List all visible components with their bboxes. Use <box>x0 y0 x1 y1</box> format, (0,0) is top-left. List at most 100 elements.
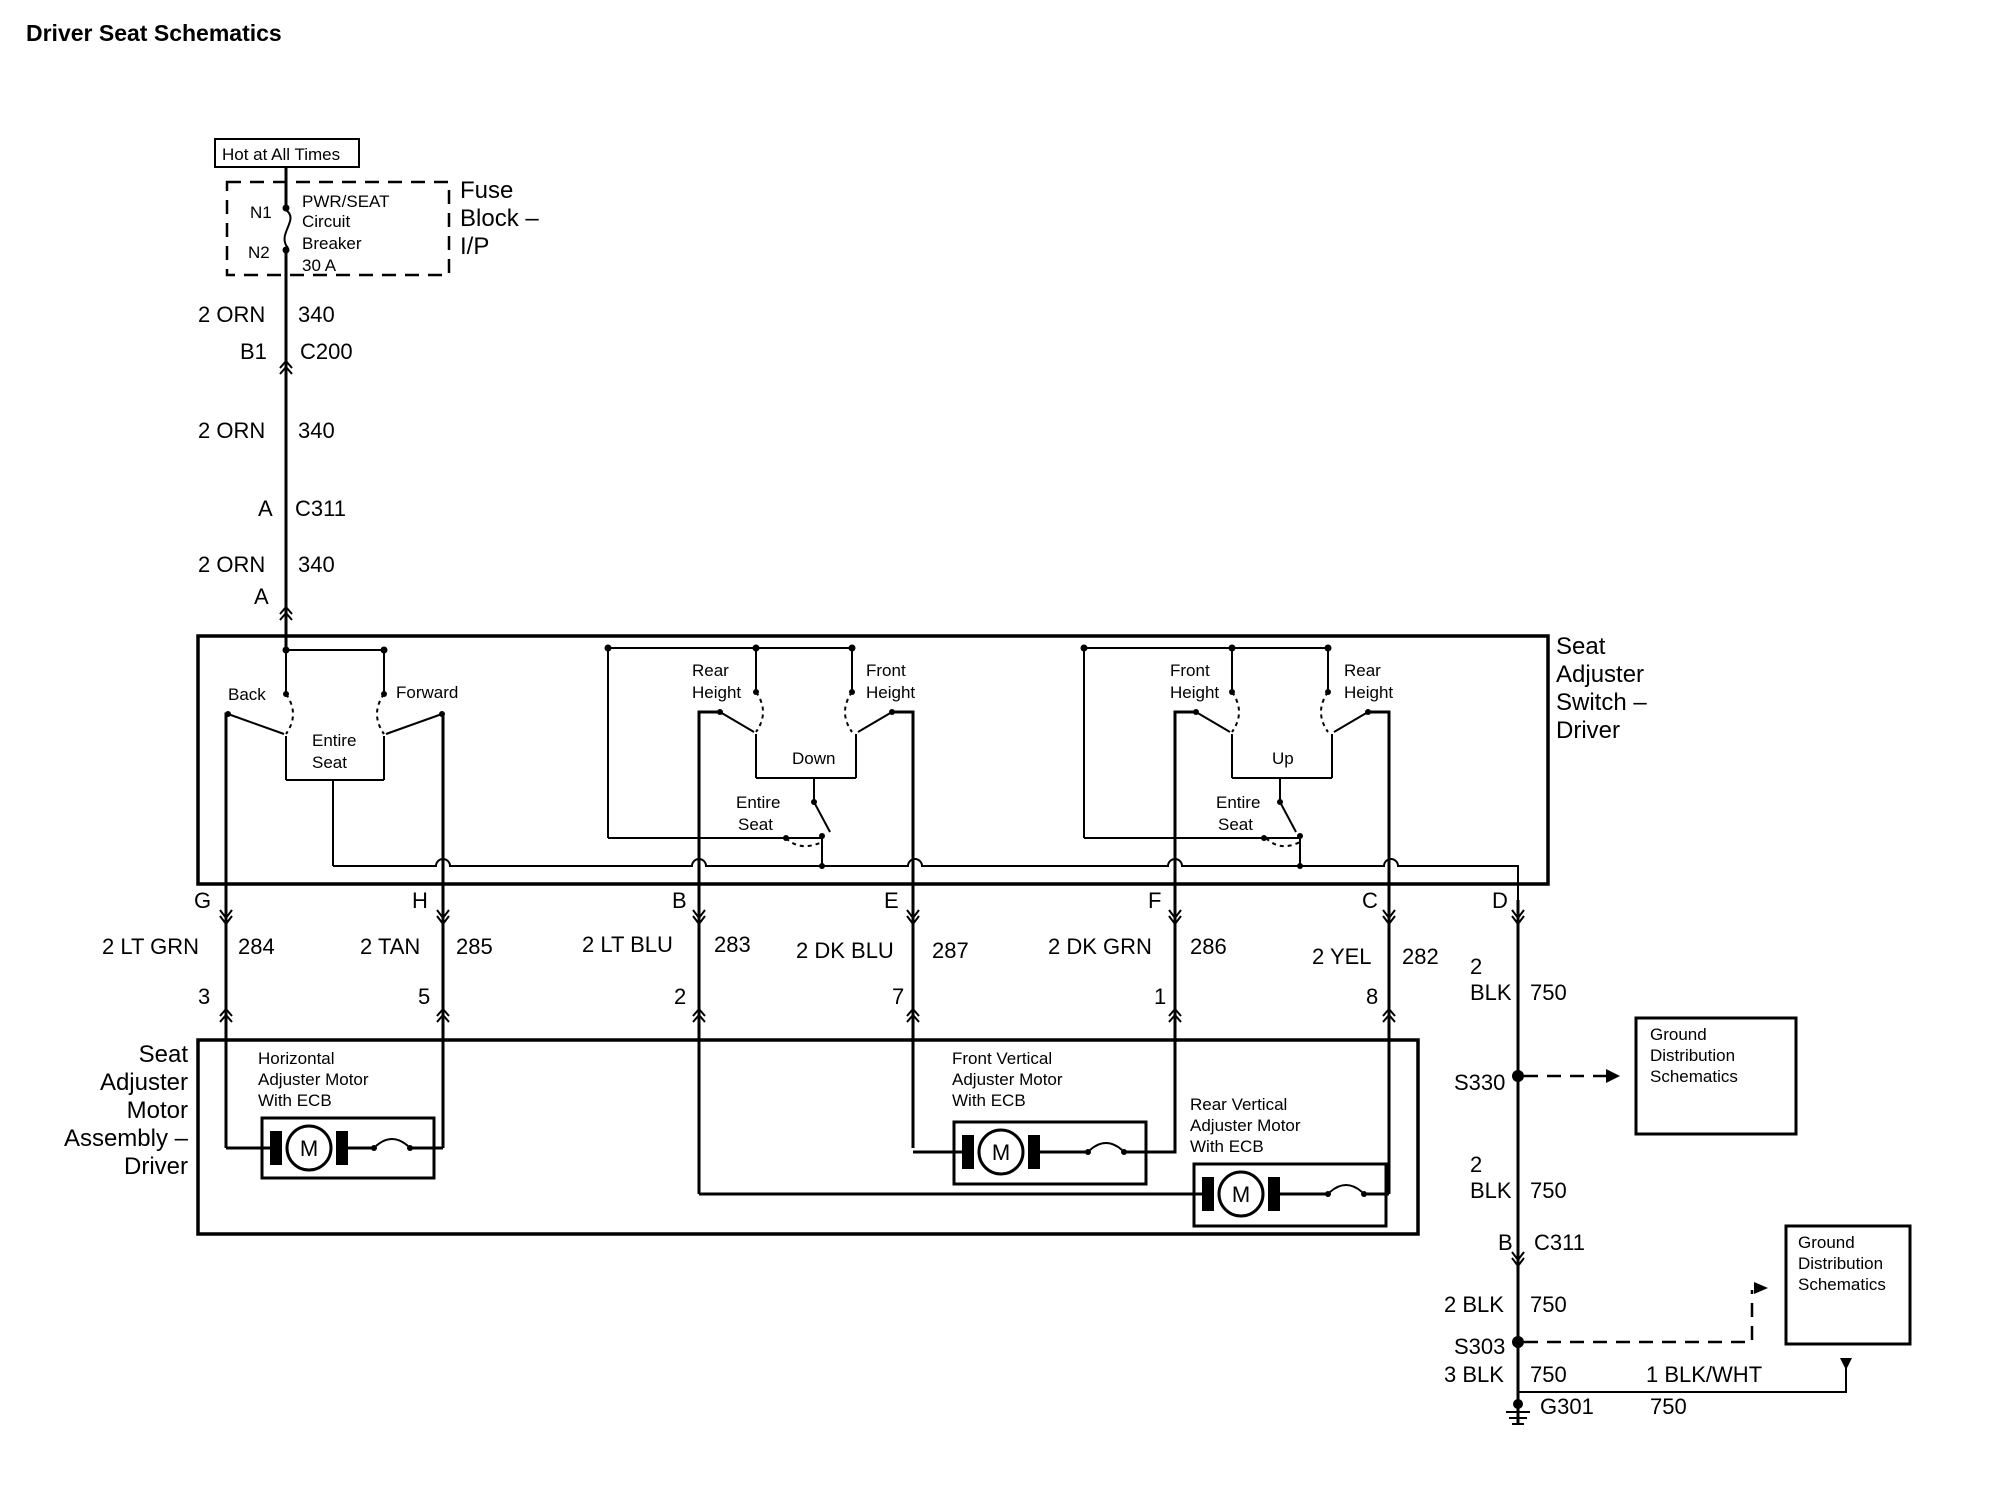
svg-text:287: 287 <box>932 938 969 963</box>
blk-wht-wire <box>1518 1358 1852 1393</box>
motor-assembly-box <box>196 1038 1420 1236</box>
connector-c311-ground-icon <box>1511 1251 1525 1268</box>
svg-text:Adjuster: Adjuster <box>1556 661 1644 688</box>
svg-text:Rear: Rear <box>692 661 729 680</box>
svg-text:S330: S330 <box>1454 1070 1505 1095</box>
svg-text:Back: Back <box>228 685 266 704</box>
front-vertical-return-wire <box>1146 1148 1177 1154</box>
svg-text:2 DK GRN: 2 DK GRN <box>1048 934 1152 959</box>
motor-icon: M <box>270 1124 413 1172</box>
svg-text:Assembly –: Assembly – <box>64 1125 189 1152</box>
svg-text:2 TAN: 2 TAN <box>360 934 420 959</box>
ground-distribution-box-1: Ground Distribution Schematics <box>1634 1016 1798 1136</box>
svg-text:PWR/SEAT: PWR/SEAT <box>302 192 390 211</box>
output-wires <box>224 710 1520 1424</box>
connector-a-icon <box>279 605 293 621</box>
svg-text:2 BLK: 2 BLK <box>1444 1292 1504 1317</box>
svg-text:Entire: Entire <box>312 731 356 750</box>
seat-adjuster-switch-box <box>196 634 1550 886</box>
svg-text:Entire: Entire <box>736 793 780 812</box>
svg-text:Front: Front <box>1170 661 1210 680</box>
svg-text:C: C <box>1362 888 1378 913</box>
svg-text:Adjuster Motor: Adjuster Motor <box>952 1070 1063 1089</box>
svg-text:Adjuster Motor: Adjuster Motor <box>258 1070 369 1089</box>
output-labels: G 2 LT GRN 284 3 H 2 TAN 285 5 B 2 LT BL… <box>102 888 1508 1009</box>
svg-text:3: 3 <box>198 984 210 1009</box>
svg-text:283: 283 <box>714 932 751 957</box>
svg-text:8: 8 <box>1366 984 1378 1009</box>
svg-text:2 LT BLU: 2 LT BLU <box>582 932 673 957</box>
svg-text:Height: Height <box>866 683 915 702</box>
svg-text:750: 750 <box>1530 1362 1567 1387</box>
svg-text:5: 5 <box>418 984 430 1009</box>
svg-text:286: 286 <box>1190 934 1227 959</box>
connector-c200-icon <box>279 359 293 375</box>
feed-wire-3-gauge: 2 ORN <box>198 552 265 577</box>
ground-labels: 2 BLK 750 S330 2 BLK 750 B C311 2 BLK 75… <box>1444 954 1762 1419</box>
svg-text:2: 2 <box>1470 1152 1482 1177</box>
rear-vertical-motor: Rear Vertical Adjuster Motor With ECB <box>699 1095 1389 1228</box>
feed-wire-2-gauge: 2 ORN <box>198 418 265 443</box>
feed-wire-2-circuit: 340 <box>298 418 335 443</box>
svg-text:30 A: 30 A <box>302 256 337 275</box>
svg-text:282: 282 <box>1402 944 1439 969</box>
page-title: Driver Seat Schematics <box>26 20 282 46</box>
svg-text:750: 750 <box>1650 1394 1687 1419</box>
svg-text:N2: N2 <box>248 243 270 262</box>
svg-text:Ground: Ground <box>1650 1025 1707 1044</box>
svg-text:Down: Down <box>792 749 835 768</box>
svg-text:Ground: Ground <box>1798 1233 1855 1252</box>
svg-text:Schematics: Schematics <box>1650 1067 1738 1086</box>
fuse-block: Fuse Block – I/P N1 N2 PWR/SEAT Circuit … <box>225 177 539 277</box>
svg-text:E: E <box>884 888 899 913</box>
svg-text:Rear: Rear <box>1344 661 1381 680</box>
svg-text:With ECB: With ECB <box>258 1091 332 1110</box>
svg-text:N1: N1 <box>250 203 272 222</box>
svg-text:750: 750 <box>1530 1178 1567 1203</box>
feed-conn-2-pin: A <box>258 496 273 521</box>
svg-text:With ECB: With ECB <box>952 1091 1026 1110</box>
svg-text:Entire: Entire <box>1216 793 1260 812</box>
svg-text:Height: Height <box>692 683 741 702</box>
svg-text:Block –: Block – <box>460 205 539 232</box>
svg-text:750: 750 <box>1530 1292 1567 1317</box>
svg-text:Front Vertical: Front Vertical <box>952 1049 1052 1068</box>
svg-text:M: M <box>1232 1182 1250 1207</box>
svg-text:2 YEL: 2 YEL <box>1312 944 1372 969</box>
hot-at-all-times-label: Hot at All Times <box>214 138 360 168</box>
svg-text:Switch –: Switch – <box>1556 689 1647 716</box>
svg-text:Driver: Driver <box>124 1153 188 1180</box>
svg-text:B: B <box>1498 1230 1513 1255</box>
seat-adjuster-switch-label: Seat Adjuster Switch – Driver <box>1556 633 1647 744</box>
motor-icon: M <box>1202 1170 1367 1218</box>
svg-text:285: 285 <box>456 934 493 959</box>
svg-text:Driver: Driver <box>1556 717 1620 744</box>
svg-text:D: D <box>1492 888 1508 913</box>
svg-text:1: 1 <box>1154 984 1166 1009</box>
svg-text:B: B <box>672 888 687 913</box>
feed-wire-1-circuit: 340 <box>298 302 335 327</box>
svg-text:Seat: Seat <box>1556 633 1606 660</box>
svg-text:G301: G301 <box>1540 1394 1594 1419</box>
circuit-breaker-icon <box>282 167 292 254</box>
svg-text:7: 7 <box>892 984 904 1009</box>
svg-text:F: F <box>1148 888 1161 913</box>
connector-chevrons <box>219 909 1525 1023</box>
svg-text:Height: Height <box>1170 683 1219 702</box>
svg-text:Distribution: Distribution <box>1650 1046 1735 1065</box>
motor-icon: M <box>962 1128 1127 1176</box>
svg-text:I/P: I/P <box>460 233 489 260</box>
svg-text:S303: S303 <box>1454 1334 1505 1359</box>
feed-conn-1-name: C200 <box>300 339 353 364</box>
svg-text:Seat: Seat <box>312 753 347 772</box>
svg-text:With ECB: With ECB <box>1190 1137 1264 1156</box>
svg-text:Seat: Seat <box>738 815 773 834</box>
switch-common-bus <box>333 858 1519 900</box>
svg-text:Horizontal: Horizontal <box>258 1049 335 1068</box>
svg-text:Adjuster Motor: Adjuster Motor <box>1190 1116 1301 1135</box>
svg-text:G: G <box>194 888 211 913</box>
svg-text:C311: C311 <box>1534 1230 1585 1255</box>
svg-text:750: 750 <box>1530 980 1567 1005</box>
ground-g301-icon <box>1506 1399 1530 1425</box>
svg-text:2: 2 <box>674 984 686 1009</box>
